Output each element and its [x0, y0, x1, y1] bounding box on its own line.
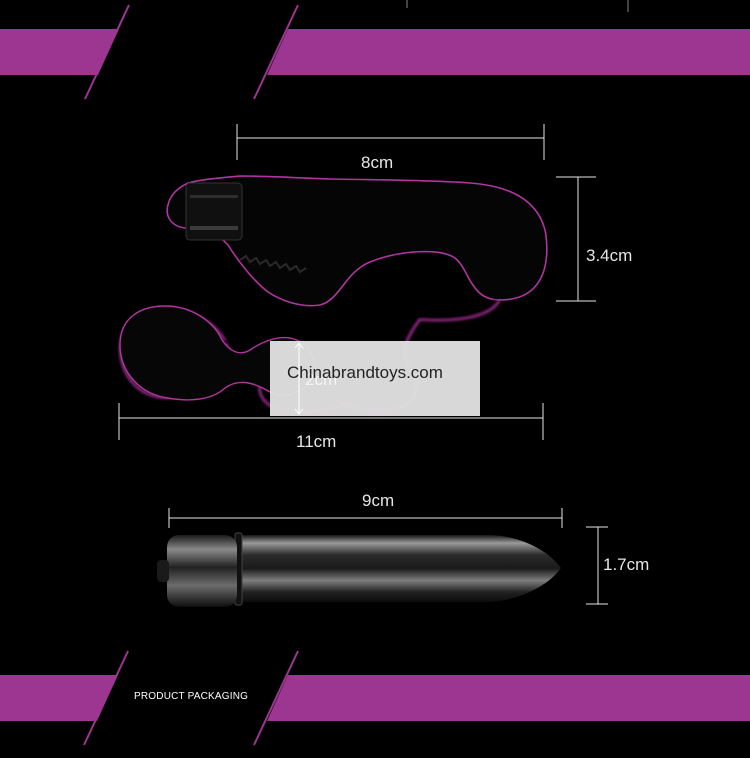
length-8cm-label: 8cm	[361, 153, 394, 172]
watermark-text: Chinabrandtoys.com	[287, 363, 443, 382]
bullet-dimension-lines	[168, 508, 608, 605]
bottom-diagonal-1	[83, 650, 129, 746]
height-3-4cm-label: 3.4cm	[586, 246, 633, 265]
top-band-right	[267, 29, 750, 75]
bottom-band-left	[0, 675, 118, 721]
ridge-teeth	[239, 254, 307, 274]
bullet-body	[240, 535, 561, 602]
top-dimension-lines	[118, 124, 596, 440]
top-band-left	[0, 29, 119, 75]
bottom-diagonal-2	[253, 650, 299, 746]
motor-cap-shine	[190, 226, 238, 230]
bullet-vibrator	[157, 532, 561, 607]
length-9cm-label: 9cm	[362, 491, 395, 510]
bottom-band-right	[267, 675, 750, 721]
bead-dimension-arrow	[294, 342, 304, 415]
bullet-cap	[167, 535, 237, 607]
product-packaging-label: PRODUCT PACKAGING	[134, 691, 249, 702]
bullet-cap-nub	[157, 560, 169, 582]
watermark-box	[270, 341, 480, 416]
bead-arrow-bottom	[294, 408, 304, 415]
motor-cap	[185, 182, 243, 241]
bead-2cm-label: 2cm	[305, 370, 338, 389]
top-diagonal-2	[253, 4, 299, 100]
bead-arrow-top	[294, 342, 304, 349]
top-diagonal-1	[84, 4, 130, 100]
diameter-1-7cm-label: 1.7cm	[603, 555, 650, 574]
length-11cm-label: 11cm	[296, 432, 337, 451]
motor-cap-shine-2	[190, 195, 238, 198]
